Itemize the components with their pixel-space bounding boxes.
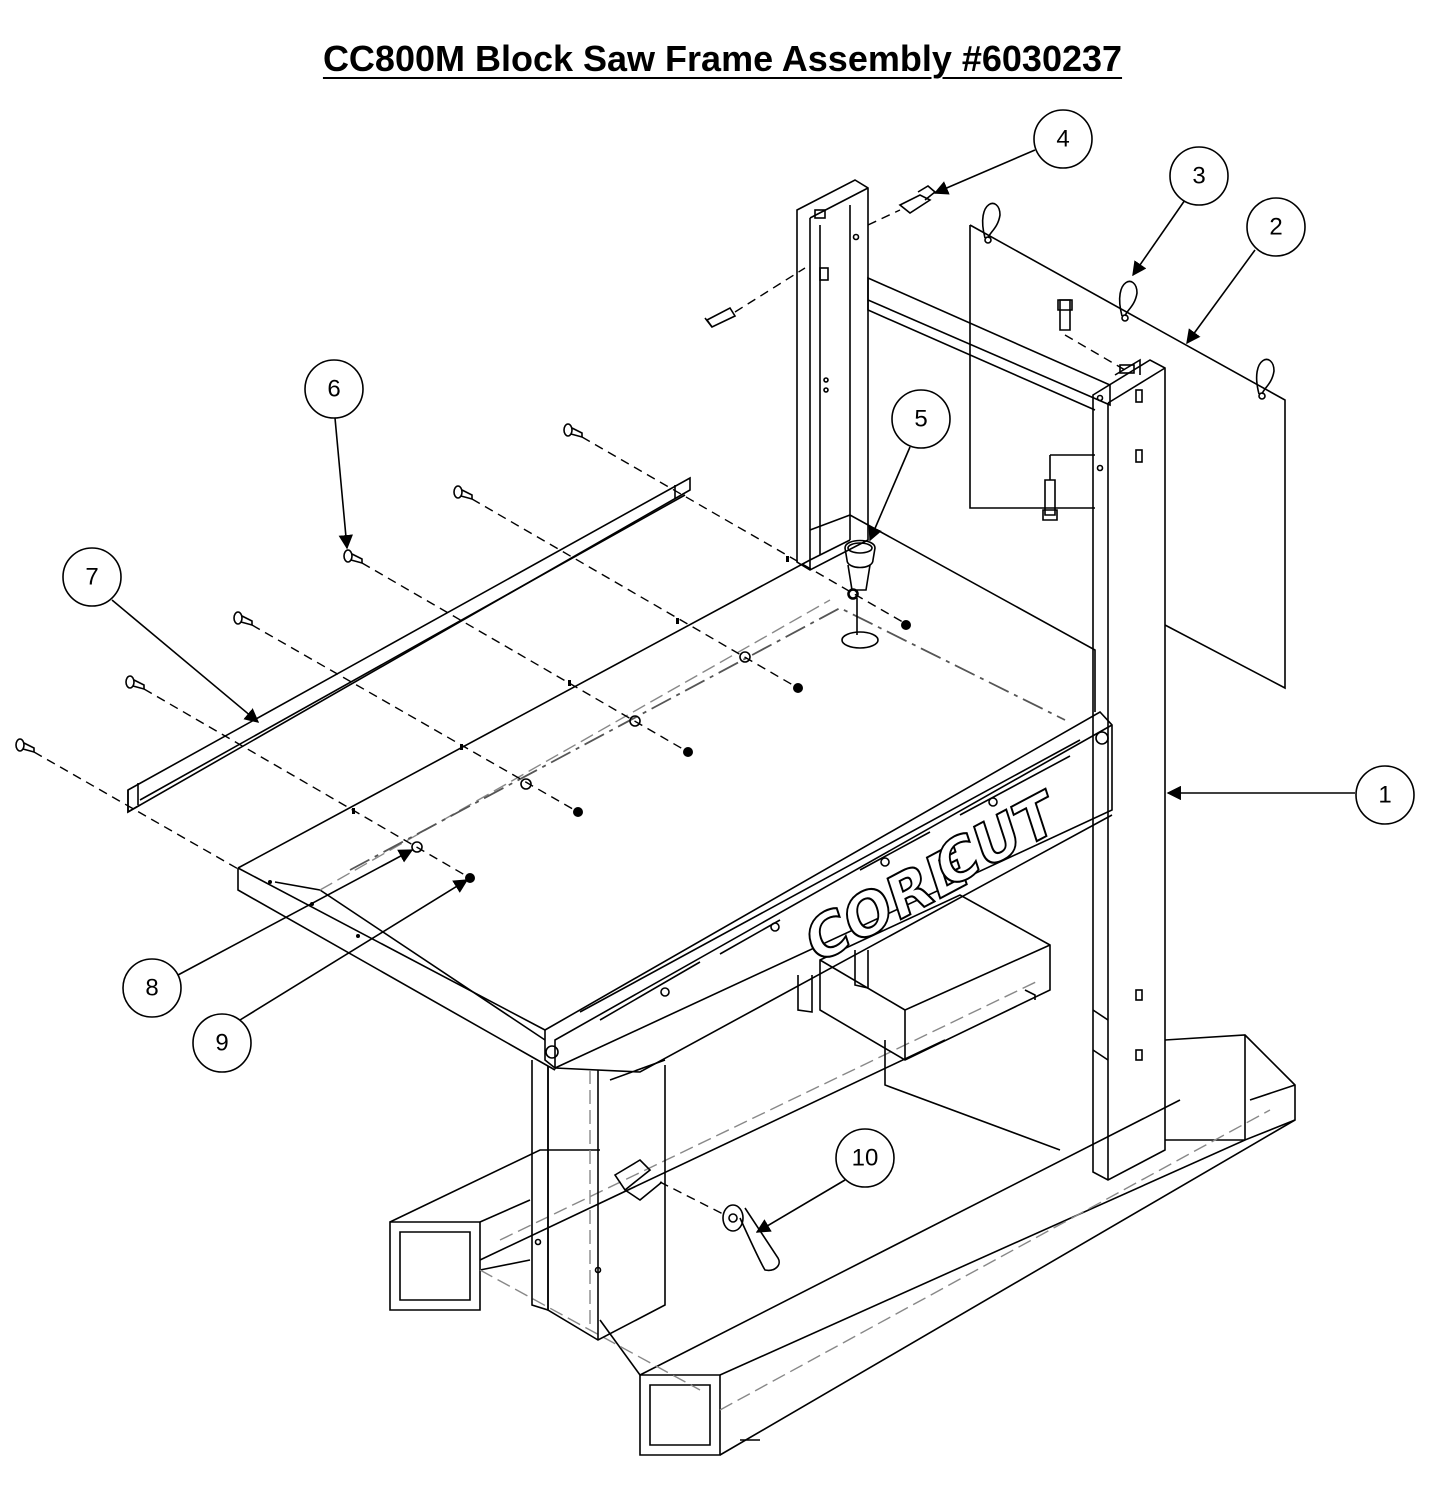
fasteners bbox=[15, 185, 937, 883]
svg-text:7: 7 bbox=[85, 564, 98, 591]
rear-plate bbox=[969, 202, 1286, 690]
callout-7: 7 bbox=[62, 547, 122, 607]
upper-cross-bar bbox=[867, 276, 1111, 411]
rear-left-post bbox=[796, 179, 869, 571]
front-beam: CORE CUT bbox=[544, 710, 1113, 1073]
front-left-leg bbox=[531, 950, 869, 1341]
svg-text:8: 8 bbox=[145, 975, 158, 1002]
svg-text:2: 2 bbox=[1269, 214, 1282, 241]
front-right-post bbox=[1092, 358, 1166, 1181]
callout-3: 3 bbox=[1169, 146, 1229, 206]
leader-lines bbox=[111, 149, 1355, 1233]
callout-6: 6 bbox=[304, 359, 364, 419]
rail bbox=[127, 476, 691, 814]
callout-4: 4 bbox=[1033, 109, 1093, 169]
drain-plug bbox=[844, 539, 876, 635]
svg-text:6: 6 bbox=[327, 376, 340, 403]
svg-text:10: 10 bbox=[852, 1145, 879, 1172]
callout-1: 1 bbox=[1355, 765, 1415, 825]
callout-8: 8 bbox=[122, 958, 182, 1018]
base-skids bbox=[389, 894, 1296, 1456]
svg-text:5: 5 bbox=[914, 406, 927, 433]
callout-2: 2 bbox=[1246, 197, 1306, 257]
lock-handle bbox=[613, 1158, 780, 1272]
tray bbox=[237, 514, 1096, 1071]
svg-text:4: 4 bbox=[1056, 126, 1069, 153]
svg-text:3: 3 bbox=[1192, 163, 1205, 190]
svg-text:9: 9 bbox=[215, 1030, 228, 1057]
callout-10: 10 bbox=[835, 1128, 895, 1188]
callout-5: 5 bbox=[891, 389, 951, 449]
svg-text:1: 1 bbox=[1378, 782, 1391, 809]
callout-9: 9 bbox=[192, 1013, 252, 1073]
drawing-title: CC800M Block Saw Frame Assembly #6030237 bbox=[322, 38, 1123, 79]
